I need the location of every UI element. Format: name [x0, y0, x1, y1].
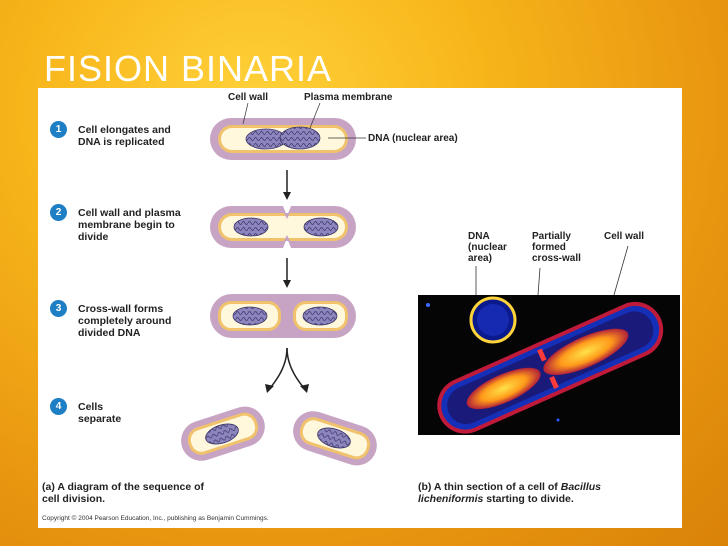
- plasma-membrane-label: Plasma membrane: [304, 92, 393, 103]
- dna-nuclear-label: DNA (nuclear area): [368, 133, 458, 144]
- step-1-badge: 1: [50, 121, 67, 138]
- step-4-badge: 4: [50, 398, 67, 415]
- copyright-text: Copyright © 2004 Pearson Education, Inc.…: [42, 515, 269, 522]
- diagram-panel: Cell wall Plasma membrane DNA (nuclear a…: [38, 88, 682, 528]
- step-1-text: Cell elongates and DNA is replicated: [78, 124, 171, 148]
- cell-step-4-left: [181, 406, 265, 461]
- cell-step-4-right: [293, 411, 377, 466]
- caption-b-prefix: (b) A thin section of a cell of: [418, 481, 561, 493]
- step-3-badge: 3: [50, 300, 67, 317]
- caption-b-species: Bacillus licheniformis: [418, 481, 602, 505]
- slide-title: FISION BINARIA: [44, 48, 333, 89]
- cell-step-3: [210, 294, 356, 338]
- cell-step-2: [210, 206, 356, 248]
- step-3-text: Cross-wall forms completely around divid…: [78, 303, 172, 339]
- step-2-badge: 2: [50, 204, 67, 221]
- binary-fission-diagram: [181, 102, 629, 466]
- micro-cell-wall-label: Cell wall: [604, 231, 645, 242]
- cell-step-1: [210, 118, 356, 160]
- caption-b-suffix: starting to divide.: [483, 493, 574, 505]
- cell-wall-label: Cell wall: [228, 92, 269, 103]
- caption-b: (b) A thin section of a cell of Bacillus…: [418, 481, 658, 505]
- caption-a: (a) A diagram of the sequence of cell di…: [42, 481, 204, 505]
- micro-cross-wall-label: Partially formed cross-wall: [532, 231, 581, 264]
- step-2-text: Cell wall and plasma membrane begin to d…: [78, 207, 181, 243]
- step-4-text: Cells separate: [78, 401, 122, 425]
- micrograph-image: [418, 295, 680, 435]
- micro-dna-label: DNA (nuclear area): [468, 231, 507, 264]
